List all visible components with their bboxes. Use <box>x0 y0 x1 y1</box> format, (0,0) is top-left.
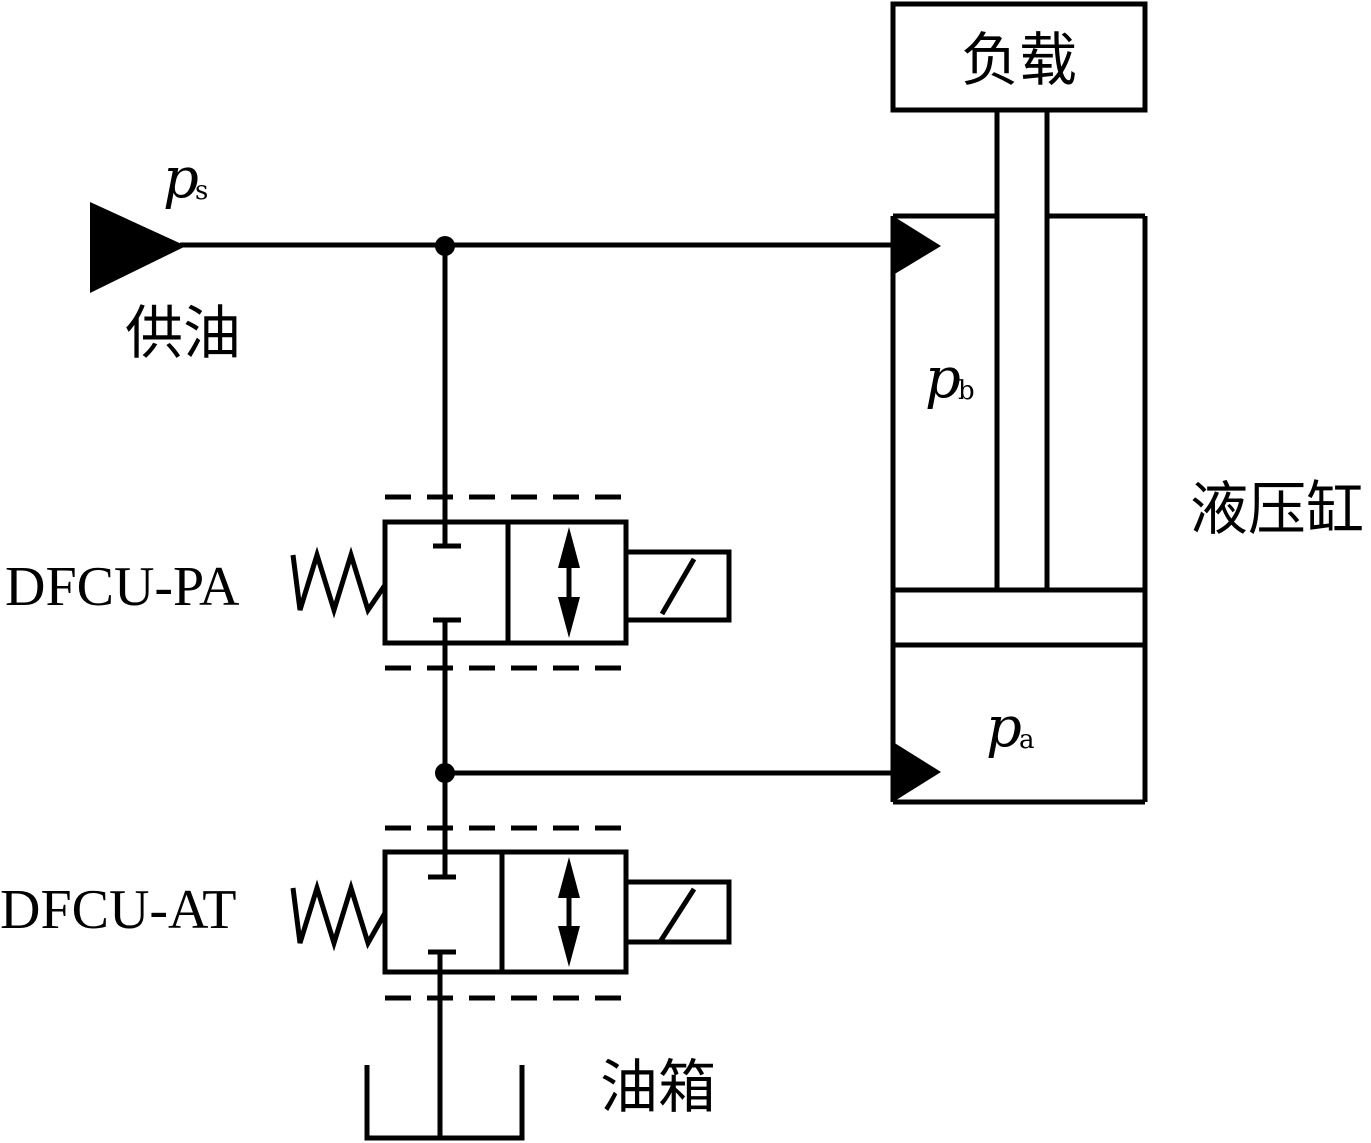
port-b-arrow-icon <box>893 216 941 275</box>
double-arrow-icon <box>558 527 580 638</box>
svg-text:p: p <box>925 346 961 411</box>
valve-dfcu-pa <box>290 494 732 671</box>
tank-symbol <box>364 1065 525 1141</box>
double-arrow-icon <box>558 857 580 967</box>
spring-icon <box>290 546 388 619</box>
junction-dot <box>435 236 455 256</box>
svg-text:a: a <box>1019 725 1035 755</box>
junction-dot <box>435 763 455 783</box>
piston <box>893 587 1145 648</box>
tank-label: 油箱 <box>600 1053 716 1121</box>
svg-text:s: s <box>195 176 208 206</box>
svg-text:p: p <box>163 146 199 211</box>
load-block <box>890 1 1148 113</box>
cylinder-body <box>890 213 1148 805</box>
svg-text:b: b <box>958 376 975 406</box>
valve-pa-label: DFCU-PA <box>5 556 240 618</box>
valve-at-label: DFCU-AT <box>0 879 236 941</box>
valve-dfcu-at <box>290 825 732 1001</box>
pressure-ps-symbol: p s <box>163 146 208 211</box>
spring-icon <box>290 879 388 952</box>
pressure-pb-symbol: p b <box>925 346 975 411</box>
supply-source-icon <box>90 202 186 293</box>
piston-rod <box>994 110 1050 590</box>
supply-label: 供油 <box>125 299 241 367</box>
cylinder-label: 液压缸 <box>1190 475 1364 543</box>
load-label: 负载 <box>961 26 1077 94</box>
port-a-arrow-icon <box>893 742 941 802</box>
pressure-pa-symbol: p a <box>986 695 1035 760</box>
svg-text:p: p <box>986 695 1022 760</box>
